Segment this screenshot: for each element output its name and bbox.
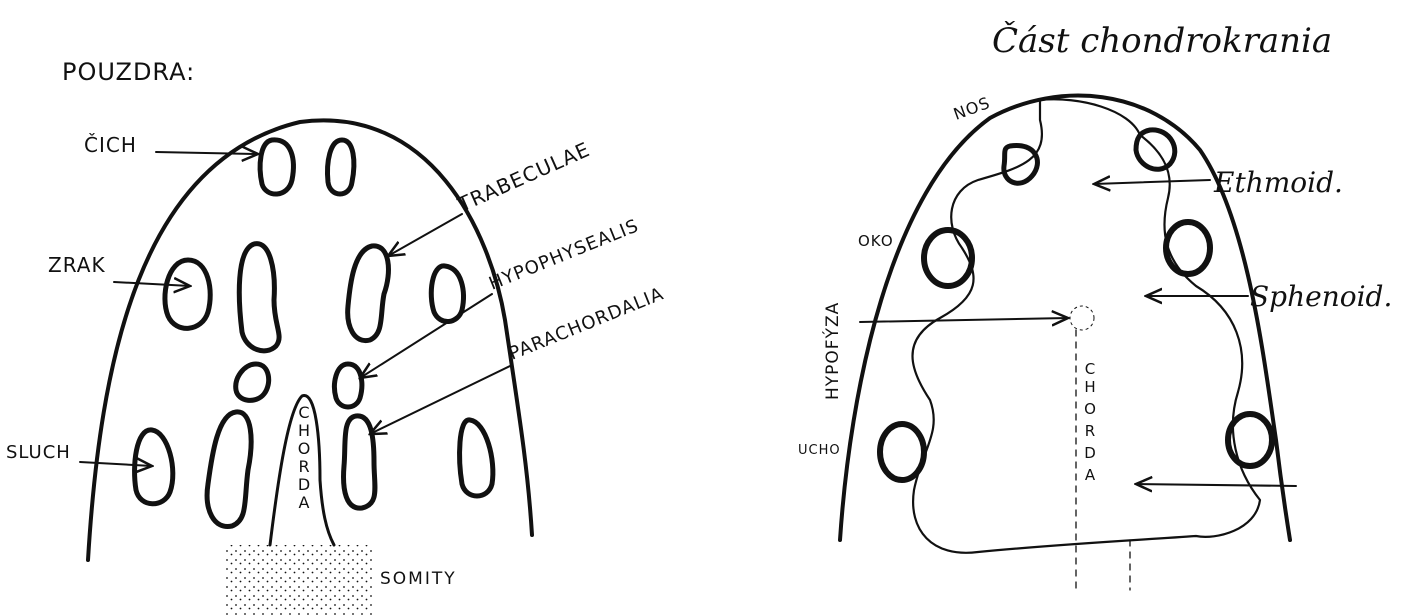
optic-capsule-right <box>431 266 463 322</box>
trabeculae-arrow <box>388 214 462 256</box>
hypophyseal-cartilage-left <box>236 364 269 400</box>
parachordal-left <box>207 412 251 527</box>
parachordalia-label: PARACHORDALIA <box>506 283 667 364</box>
zrak-arrow <box>114 282 190 286</box>
cich-arrow <box>156 152 258 154</box>
hypophysealis-label: HYPOPHYSEALIS <box>486 215 642 294</box>
hypofyza-label: HYPOFÝZA <box>821 302 843 400</box>
right-optic-capsule-left <box>924 230 972 286</box>
ethmoid-label: Ethmoid. <box>1213 166 1343 199</box>
nasal-capsule-right <box>328 140 354 194</box>
sluch-label: SLUCH <box>6 442 71 463</box>
parachordal-right <box>344 416 375 508</box>
optic-capsule-left <box>165 260 210 328</box>
parachordalia-arrow <box>370 366 510 434</box>
otic-capsule-left <box>135 430 173 504</box>
hypophysis-fossa <box>1070 306 1094 330</box>
trabecula-right <box>348 246 389 341</box>
somites-block <box>226 545 374 615</box>
otic-capsule-right <box>460 420 493 496</box>
basal-plate-arrow <box>1136 484 1296 486</box>
sphenoid-label: Sphenoid. <box>1250 280 1392 313</box>
somity-label: SOMITY <box>380 569 457 589</box>
chondrokrania-title: Část chondrokrania <box>992 20 1332 61</box>
zrak-label: ZRAK <box>48 253 106 277</box>
cich-label: ČICH <box>84 133 137 157</box>
hypofyza-arrow <box>860 318 1068 322</box>
sluch-arrow <box>80 462 152 466</box>
ucho-label: UCHO <box>798 443 841 458</box>
nasal-capsule-left <box>260 140 293 194</box>
right-optic-capsule-right <box>1166 222 1210 274</box>
hypophyseal-cartilage-right <box>335 364 362 407</box>
trabecula-left <box>239 244 279 351</box>
ethmoid-arrow <box>1094 180 1210 184</box>
trabeculae-label: TRABECULAE <box>453 137 593 217</box>
oko-label: OKO <box>858 232 894 250</box>
pouzdra-heading: POUZDRA: <box>62 58 195 86</box>
right-otic-capsule-left <box>880 424 924 480</box>
